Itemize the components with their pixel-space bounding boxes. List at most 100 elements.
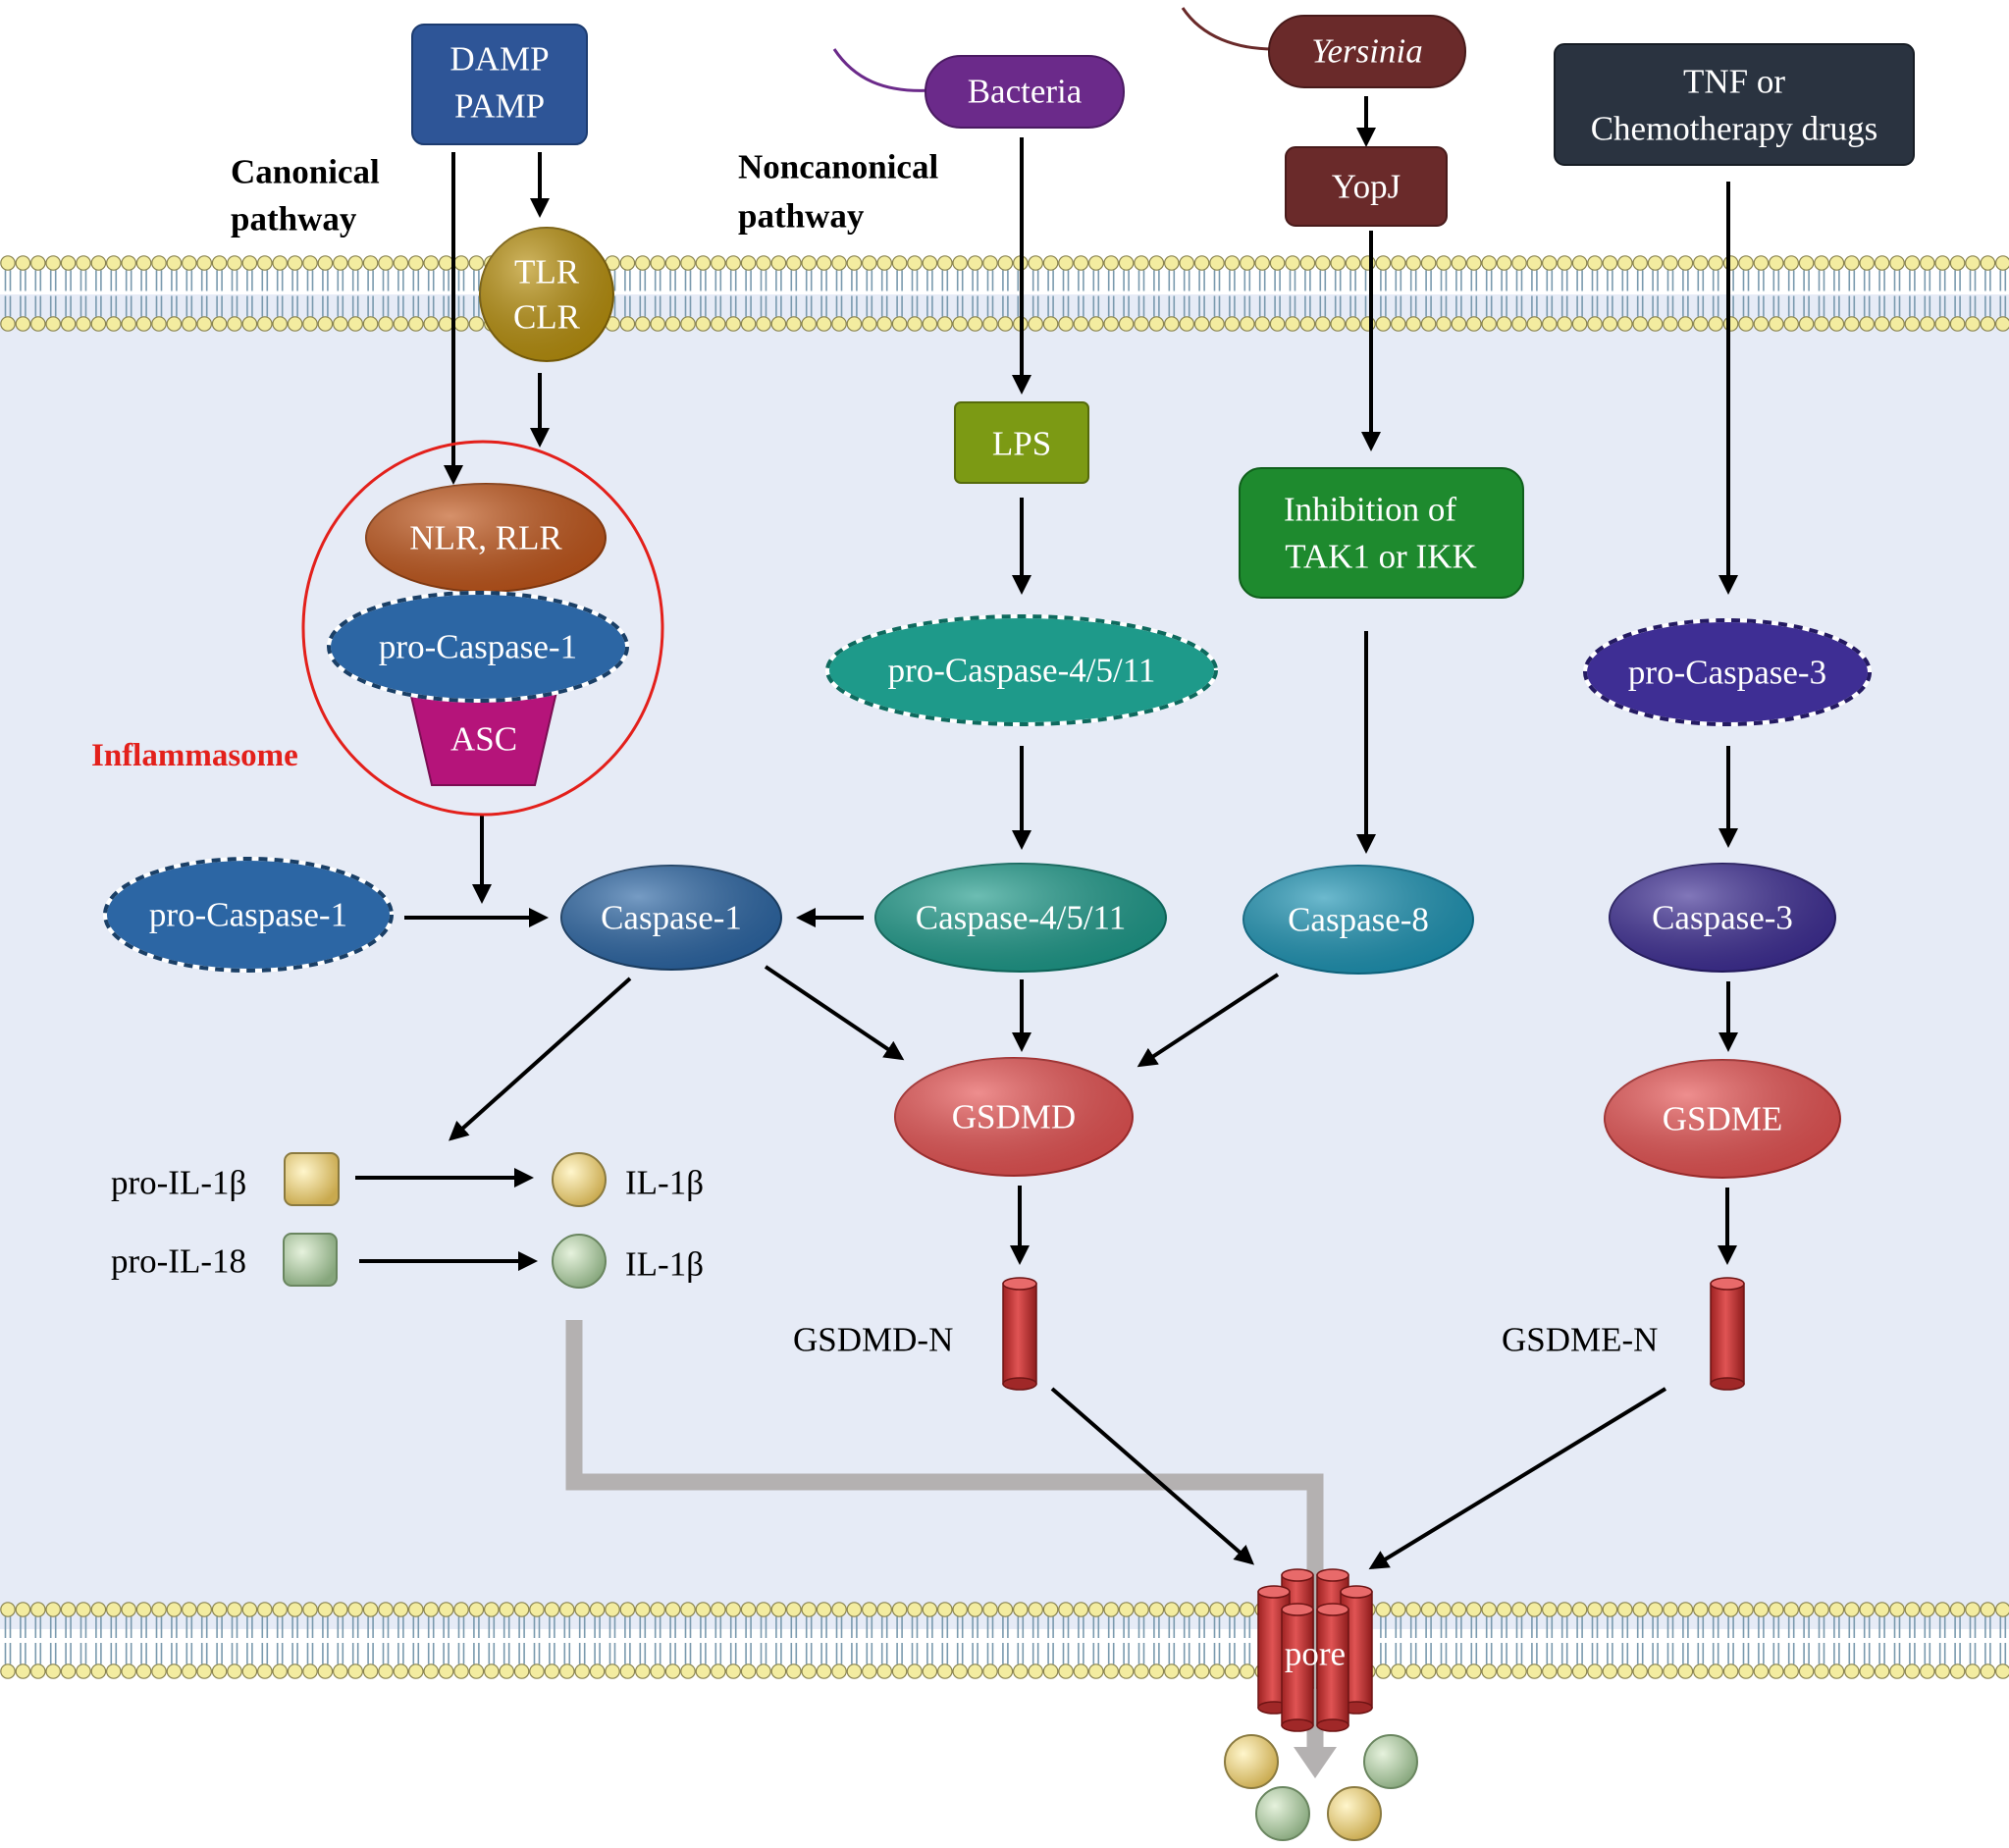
yersinia-tail	[1181, 7, 1275, 51]
lipid-head	[756, 316, 771, 332]
lipid-head	[1663, 1663, 1678, 1679]
lipid-head	[1285, 255, 1300, 271]
gsdmd-n-label: GSDMD-N	[793, 1321, 953, 1359]
lipid-head	[1511, 1602, 1527, 1617]
lipid-head	[756, 255, 771, 271]
lipid-head	[1995, 1602, 2009, 1617]
lipid-head	[60, 1602, 77, 1617]
noncanonical-pathway-label-line2: pathway	[738, 197, 865, 236]
lipid-head	[1420, 316, 1437, 332]
caspase-4-5-11-label: Caspase-4/5/11	[916, 899, 1127, 937]
lipid-head	[740, 316, 757, 332]
lipid-tail	[1682, 270, 1689, 317]
lipid-tail	[1621, 270, 1629, 317]
lipid-tail	[110, 270, 118, 317]
lipid-head	[166, 316, 183, 332]
lipid-tail	[351, 1616, 359, 1664]
lipid-head	[1375, 1602, 1392, 1617]
lipid-tail	[125, 1616, 132, 1664]
lipid-head	[1602, 1602, 1618, 1617]
lipid-tail	[1092, 270, 1100, 317]
lipid-head	[1466, 316, 1482, 332]
lipid-head	[785, 316, 802, 332]
lipid-tail	[820, 1616, 827, 1664]
lipid-head	[76, 255, 91, 271]
lipid-head	[1405, 1663, 1421, 1679]
lipid-tail	[1395, 1616, 1402, 1664]
lipid-head	[740, 1663, 757, 1679]
lipid-head	[1360, 255, 1376, 271]
gasdermin-pore	[1257, 1568, 1373, 1732]
lipid-head	[1557, 255, 1572, 271]
lipid-tail	[578, 1616, 586, 1664]
lipid-tail	[851, 270, 858, 317]
lipid-tail	[502, 1616, 510, 1664]
lipid-tail	[1682, 1616, 1689, 1664]
lipid-head	[1088, 1602, 1104, 1617]
release-arrowhead	[1294, 1747, 1337, 1778]
lipid-head	[1042, 1663, 1059, 1679]
lipid-head	[650, 255, 665, 271]
pamp-label: PAMP	[454, 87, 545, 126]
lipid-head	[725, 255, 741, 271]
lipid-tail	[1153, 1616, 1160, 1664]
lipid-head	[1345, 255, 1361, 271]
lipid-head	[121, 1663, 136, 1679]
lipid-head	[1980, 1663, 1996, 1679]
lipid-head	[287, 1663, 303, 1679]
lipid-head	[680, 1663, 696, 1679]
lipid-tail	[1772, 1616, 1780, 1664]
lipid-tail	[1183, 270, 1190, 317]
lipid-head	[967, 316, 983, 332]
lipid-head	[1436, 316, 1452, 332]
lipid-tail	[1047, 270, 1054, 317]
lipid-head	[90, 1663, 107, 1679]
lipid-tail	[1092, 1616, 1100, 1664]
arrow-caspase1-to-il	[449, 977, 632, 1141]
pore-subunit-5	[1281, 1603, 1314, 1732]
lipid-head	[634, 1663, 651, 1679]
lipid-tail	[639, 1616, 647, 1664]
lipid-tail	[549, 1616, 555, 1664]
lipid-head	[664, 316, 681, 332]
lipid-head	[1375, 316, 1392, 332]
released-il18-particle-2	[1255, 1786, 1310, 1841]
lipid-head	[76, 1663, 91, 1679]
lipid-tail	[1470, 1616, 1478, 1664]
lipid-tail	[488, 1616, 496, 1664]
lipid-tail	[1758, 270, 1765, 317]
lipid-head	[302, 1602, 318, 1617]
released-il18-particle-1	[1363, 1734, 1418, 1789]
lipid-head	[1769, 1602, 1784, 1617]
lipid-head	[816, 1663, 832, 1679]
lipid-head	[816, 316, 832, 332]
lipid-head	[407, 1602, 424, 1617]
lipid-tail	[1560, 270, 1568, 317]
lipid-tail	[1455, 270, 1462, 317]
lipid-head	[1134, 1602, 1149, 1617]
lipid-head	[1118, 316, 1135, 332]
lipid-head	[831, 1602, 847, 1617]
lipid-head	[997, 316, 1014, 332]
lipid-tail	[926, 270, 933, 317]
lipid-tail	[1848, 1616, 1856, 1664]
lipid-head	[256, 316, 273, 332]
release-path	[565, 1320, 1324, 1757]
lipid-head	[1028, 1663, 1043, 1679]
lipid-head	[891, 1663, 908, 1679]
lipid-tail	[1531, 1616, 1538, 1664]
lipid-tail	[125, 270, 132, 317]
lipid-head	[1647, 255, 1664, 271]
bacteria-node: Bacteria	[925, 55, 1125, 129]
lipid-head	[423, 255, 439, 271]
tlr-clr-node: TLR CLR	[479, 227, 614, 362]
bacteria-tail	[832, 48, 933, 92]
lipid-head	[332, 1663, 348, 1679]
lipid-head	[468, 255, 485, 271]
lipid-head	[1179, 1602, 1194, 1617]
lipid-head	[529, 1663, 545, 1679]
lipid-head	[1164, 255, 1180, 271]
lipid-head	[182, 255, 197, 271]
lipid-head	[1783, 316, 1799, 332]
